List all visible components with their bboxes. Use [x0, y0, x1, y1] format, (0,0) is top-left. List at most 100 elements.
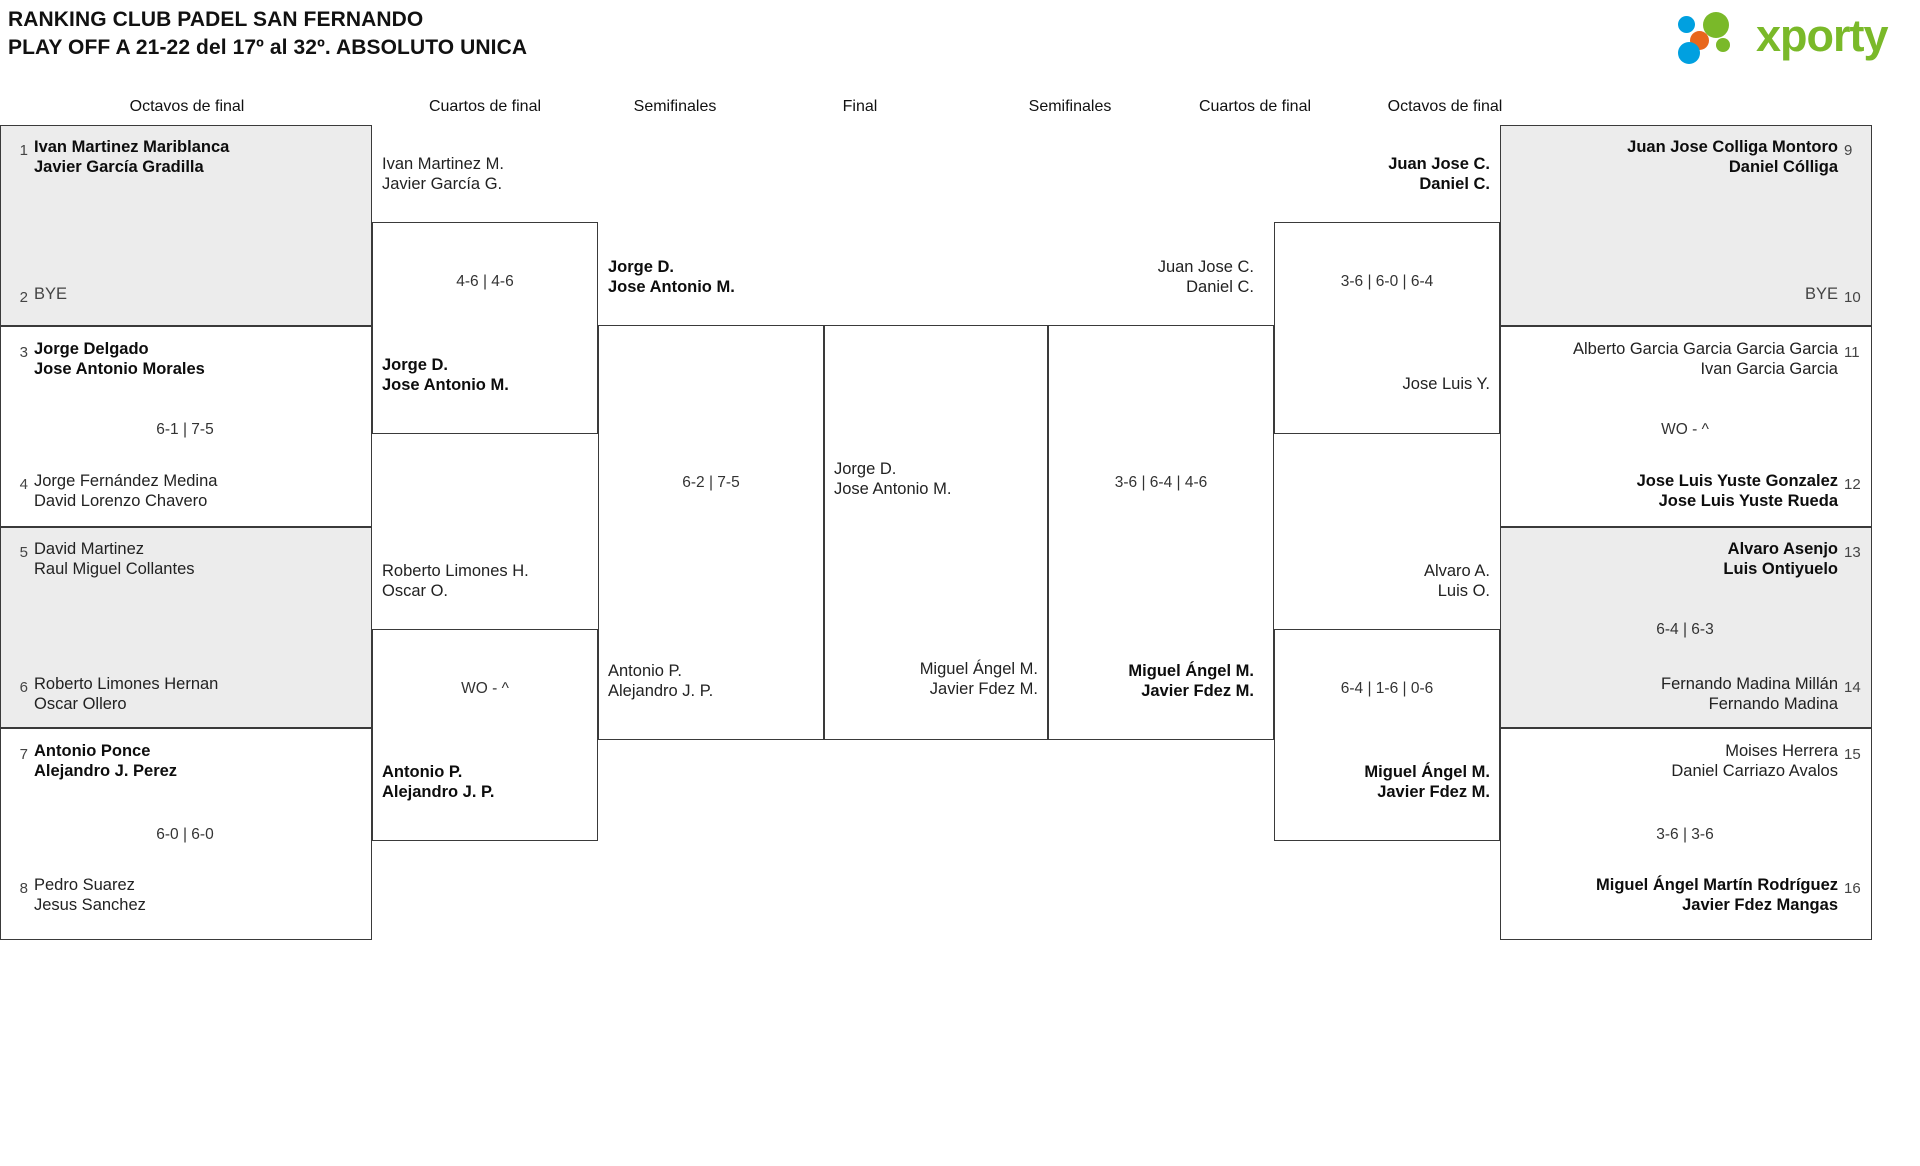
player-name-line1: Jorge D. — [382, 356, 449, 374]
match-score-left-qf-1: 4-6 | 4-6 — [456, 273, 514, 290]
player-name-line1: Miguel Ángel M. — [1364, 763, 1490, 781]
qf-participant-right-2: Jose Luis Y. — [1236, 375, 1490, 395]
tournament-name: RANKING CLUB PADEL SAN FERNANDO — [8, 8, 424, 31]
player-slot-4[interactable]: 4 Jorge Fernández Medina David Lorenzo C… — [6, 472, 368, 511]
seed-number: 11 — [1844, 344, 1860, 361]
match-box-left-r16-3[interactable] — [0, 527, 372, 728]
tournament-subtitle: PLAY OFF A 21-22 del 17º al 32º. ABSOLUT… — [8, 36, 528, 59]
player-name-line1: David Martinez — [34, 540, 145, 558]
match-box-right-r16-2[interactable] — [1500, 326, 1872, 527]
player-name-line1: Jorge Fernández Medina — [34, 472, 218, 490]
player-name-line1: Antonio P. — [382, 763, 463, 781]
qf-participant-left-2: Jorge D. Jose Antonio M. — [382, 356, 509, 395]
player-name-line1: Antonio Ponce — [34, 742, 151, 760]
match-score-right-r16-2: WO - ^ — [1661, 421, 1709, 438]
match-box-right-r16-1[interactable] — [1500, 125, 1872, 326]
page-title: RANKING CLUB PADEL SAN FERNANDO PLAY OFF… — [8, 6, 527, 62]
sf-participant-left-1: Jorge D. Jose Antonio M. — [608, 258, 735, 297]
seed-number: 10 — [1844, 289, 1861, 306]
match-box-left-sf-1[interactable] — [598, 325, 824, 740]
player-name-line1: Roberto Limones H. — [382, 562, 529, 580]
qf-participant-right-1: Juan Jose C. Daniel C. — [1236, 155, 1490, 194]
match-box-right-qf-1[interactable] — [1274, 222, 1500, 434]
match-box-right-qf-2[interactable] — [1274, 629, 1500, 841]
player-name-line2: Jose Antonio M. — [382, 375, 509, 394]
seed-number: 1 — [19, 142, 28, 159]
seed-number: 13 — [1844, 544, 1861, 561]
player-name-line2: Alejandro J. P. — [382, 782, 495, 801]
player-name-line1: Juan Jose C. — [1388, 155, 1490, 173]
player-slot-9[interactable]: 9 Juan Jose Colliga Montoro Daniel Cólli… — [1506, 138, 1866, 177]
match-box-right-r16-4[interactable] — [1500, 728, 1872, 940]
player-name-line1: Jorge Delgado — [34, 340, 149, 358]
match-box-left-r16-1[interactable] — [0, 125, 372, 326]
player-name-line1: Ivan Martinez Mariblanca — [34, 138, 230, 156]
seed-number: 14 — [1844, 679, 1861, 696]
player-name-line1: Roberto Limones Hernan — [34, 675, 219, 693]
round-header-final: Final — [842, 98, 878, 115]
match-score-left-qf-2: WO - ^ — [461, 680, 509, 697]
player-name-line1: Jose Luis Y. — [1402, 375, 1490, 393]
player-slot-14[interactable]: 14 Fernando Madina Millán Fernando Madin… — [1506, 675, 1866, 714]
player-name-line2: Javier Fdez M. — [929, 679, 1038, 698]
player-name-line1: Jorge D. — [834, 460, 897, 478]
match-box-left-r16-4[interactable] — [0, 728, 372, 940]
seed-number: 2 — [19, 289, 28, 306]
player-name-line2: Oscar Ollero — [34, 694, 127, 713]
match-box-left-qf-1[interactable] — [372, 222, 598, 434]
player-slot-6[interactable]: 6 Roberto Limones Hernan Oscar Ollero — [6, 675, 368, 714]
match-box-right-sf-1[interactable] — [1048, 325, 1274, 740]
player-name-line2: Luis O. — [1437, 581, 1490, 600]
player-name-line1: Moises Herrera — [1725, 742, 1838, 760]
logo-wordmark: xporty — [1756, 10, 1889, 61]
player-name-line2: Javier Fdez Mangas — [1682, 895, 1838, 914]
player-name-line2: Jesus Sanchez — [34, 895, 146, 914]
player-name-line2: Javier Fdez M. — [1141, 681, 1254, 700]
player-name-line2: Jose Antonio M. — [608, 277, 735, 296]
player-slot-2[interactable]: 2 BYE — [6, 285, 368, 307]
player-name-line2: Alejandro J. Perez — [34, 761, 178, 780]
player-name-line1: Miguel Ángel M. — [919, 660, 1038, 678]
seed-number: 5 — [19, 544, 28, 561]
qf-participant-left-1: Ivan Martinez M. Javier García G. — [382, 155, 504, 194]
match-box-right-r16-3[interactable] — [1500, 527, 1872, 728]
player-slot-12[interactable]: 12 Jose Luis Yuste Gonzalez Jose Luis Yu… — [1506, 472, 1866, 511]
seed-number: 9 — [1844, 142, 1853, 159]
player-slot-7[interactable]: 7 Antonio Ponce Alejandro J. Perez — [6, 742, 368, 781]
player-name-line1: Juan Jose Colliga Montoro — [1627, 138, 1838, 156]
player-name-line1: Jorge D. — [608, 258, 675, 276]
match-score-right-r16-4: 3-6 | 3-6 — [1656, 826, 1714, 843]
player-slot-10[interactable]: 10 BYE — [1506, 285, 1866, 307]
player-name-line1: Juan Jose C. — [1157, 258, 1254, 276]
player-slot-15[interactable]: 15 Moises Herrera Daniel Carriazo Avalos — [1506, 742, 1866, 781]
player-name-line1: Jose Luis Yuste Gonzalez — [1636, 472, 1838, 490]
seed-number: 7 — [19, 746, 28, 763]
round-header-left-qf: Cuartos de final — [428, 98, 542, 115]
player-slot-3[interactable]: 3 Jorge Delgado Jose Antonio Morales — [6, 340, 368, 379]
player-name-line2: Oscar O. — [382, 581, 449, 600]
player-name-line2: Alejandro J. P. — [608, 681, 714, 700]
final-participant-left: Jorge D. Jose Antonio M. — [834, 460, 951, 499]
player-slot-5[interactable]: 5 David Martinez Raul Miguel Collantes — [6, 540, 368, 579]
player-name-line2: Jose Antonio M. — [834, 479, 952, 498]
sf-participant-left-2: Antonio P. Alejandro J. P. — [608, 662, 713, 701]
match-box-final[interactable] — [824, 325, 1048, 740]
match-box-left-r16-2[interactable] — [0, 326, 372, 527]
player-slot-16[interactable]: 16 Miguel Ángel Martín Rodríguez Javier … — [1506, 876, 1866, 915]
logo-dots-icon — [1678, 12, 1754, 64]
player-slot-11[interactable]: 11 Alberto Garcia Garcia Garcia Garcia I… — [1506, 340, 1866, 379]
qf-participant-right-3: Alvaro A. Luis O. — [1236, 562, 1490, 601]
match-score-right-qf-2: 6-4 | 1-6 | 0-6 — [1340, 680, 1434, 697]
seed-number: 12 — [1844, 476, 1861, 493]
sf-participant-right-1: Juan Jose C. Daniel C. — [1000, 258, 1254, 297]
player-name-line1: Alvaro Asenjo — [1727, 540, 1838, 558]
bye-label: BYE — [34, 285, 68, 303]
player-name-line1: Alberto Garcia Garcia Garcia Garcia — [1572, 340, 1838, 358]
player-slot-13[interactable]: 13 Alvaro Asenjo Luis Ontiyuelo — [1506, 540, 1866, 579]
player-slot-8[interactable]: 8 Pedro Suarez Jesus Sanchez — [6, 876, 368, 915]
player-name-line2: Daniel Cólliga — [1728, 157, 1838, 176]
player-slot-1[interactable]: 1 Ivan Martinez Mariblanca Javier García… — [6, 138, 368, 177]
match-box-left-qf-2[interactable] — [372, 629, 598, 841]
player-name-line1: Miguel Ángel Martín Rodríguez — [1596, 876, 1838, 894]
